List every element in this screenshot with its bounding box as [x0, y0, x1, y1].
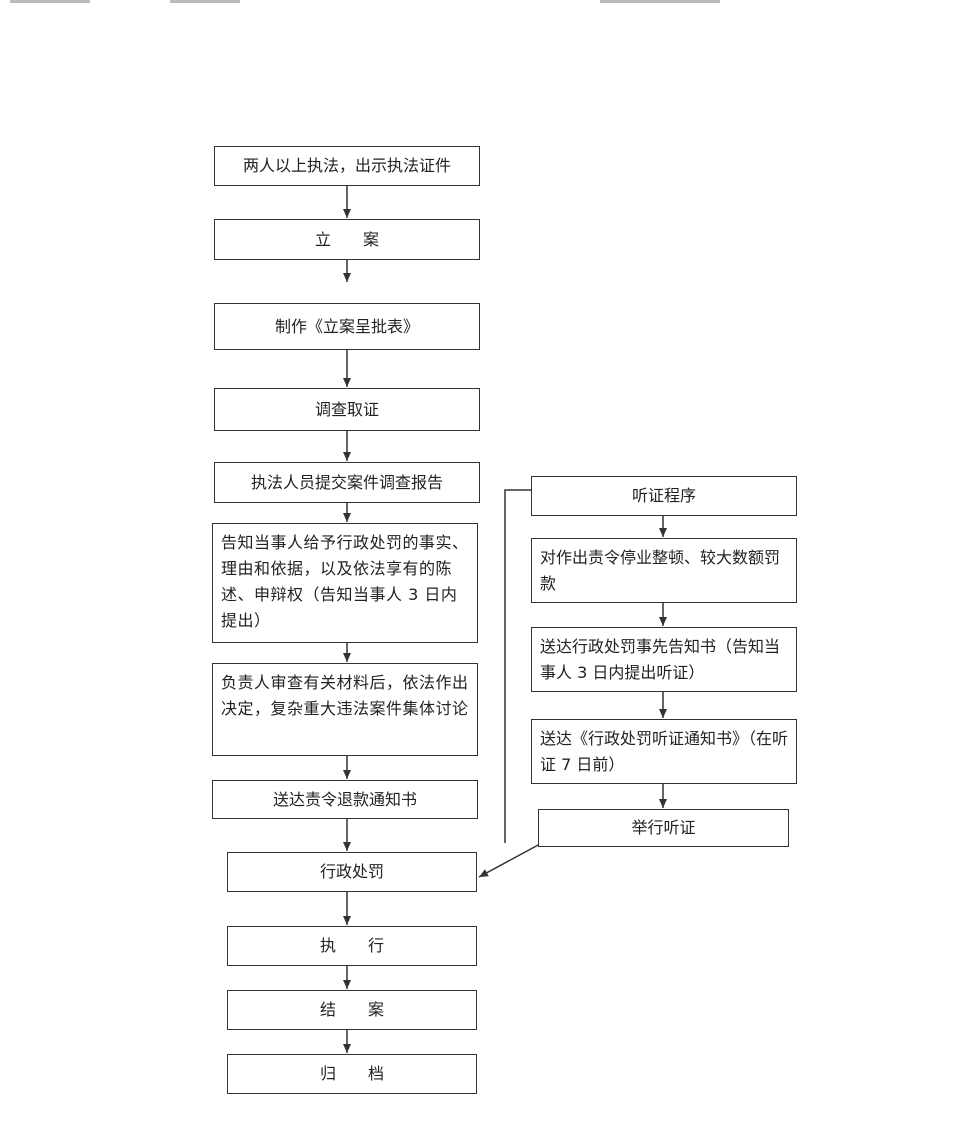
step-text: 归 档 [319, 1064, 384, 1083]
hearing-notice: 送达《行政处罚听证通知书》（在听证 7 日前） [531, 719, 797, 784]
hold-hearing: 举行听证 [538, 809, 789, 847]
step-text: 两人以上执法，出示执法证件 [242, 156, 451, 175]
step-investigation: 调查取证 [214, 388, 480, 431]
step-review-decision: 负责人审查有关材料后，依法作出决定，复杂重大违法案件集体讨论 [212, 663, 478, 756]
step-text: 结 案 [319, 1000, 384, 1019]
step-text: 送达行政处罚事先告知书（告知当事人 3 日内提出听证） [540, 637, 781, 682]
step-text: 调查取证 [314, 399, 379, 419]
step-case-approval-form: 制作《立案呈批表》 [214, 303, 480, 350]
step-investigation-report: 执法人员提交案件调查报告 [214, 462, 480, 503]
step-text: 立 案 [314, 229, 379, 249]
step-text: 送达《行政处罚听证通知书》（在听证 7 日前） [540, 729, 789, 774]
step-text: 行政处罚 [319, 862, 384, 881]
step-text: 送达责令退款通知书 [272, 789, 417, 809]
step-text: 对作出责令停业整顿、较大数额罚款 [540, 548, 781, 593]
step-file-case: 立 案 [214, 219, 480, 260]
step-refund-notice: 送达责令退款通知书 [212, 780, 478, 819]
step-text: 制作《立案呈批表》 [274, 316, 419, 336]
step-enforcement-credentials: 两人以上执法，出示执法证件 [214, 146, 480, 186]
step-administrative-penalty: 行政处罚 [227, 852, 477, 892]
arrow-h5-s9 [478, 843, 541, 878]
hearing-condition: 对作出责令停业整顿、较大数额罚款 [531, 538, 797, 603]
hearing-procedure: 听证程序 [531, 476, 797, 516]
step-close-case: 结 案 [227, 990, 477, 1030]
step-text: 执 行 [319, 936, 384, 955]
step-text: 举行听证 [631, 818, 696, 837]
hearing-prior-notice: 送达行政处罚事先告知书（告知当事人 3 日内提出听证） [531, 627, 797, 692]
step-text: 负责人审查有关材料后，依法作出决定，复杂重大违法案件集体讨论 [221, 673, 469, 718]
step-notify-party: 告知当事人给予行政处罚的事实、理由和依据，以及依法享有的陈述、申辩权（告知当事人… [212, 523, 478, 643]
step-execute: 执 行 [227, 926, 477, 966]
step-text: 听证程序 [631, 486, 696, 505]
branch-line [504, 489, 531, 843]
step-archive: 归 档 [227, 1054, 477, 1094]
scan-mark [10, 0, 90, 3]
step-text: 执法人员提交案件调查报告 [250, 472, 443, 492]
step-text: 告知当事人给予行政处罚的事实、理由和依据，以及依法享有的陈述、申辩权（告知当事人… [221, 533, 469, 630]
scan-mark [600, 0, 720, 3]
scan-mark [170, 0, 240, 3]
